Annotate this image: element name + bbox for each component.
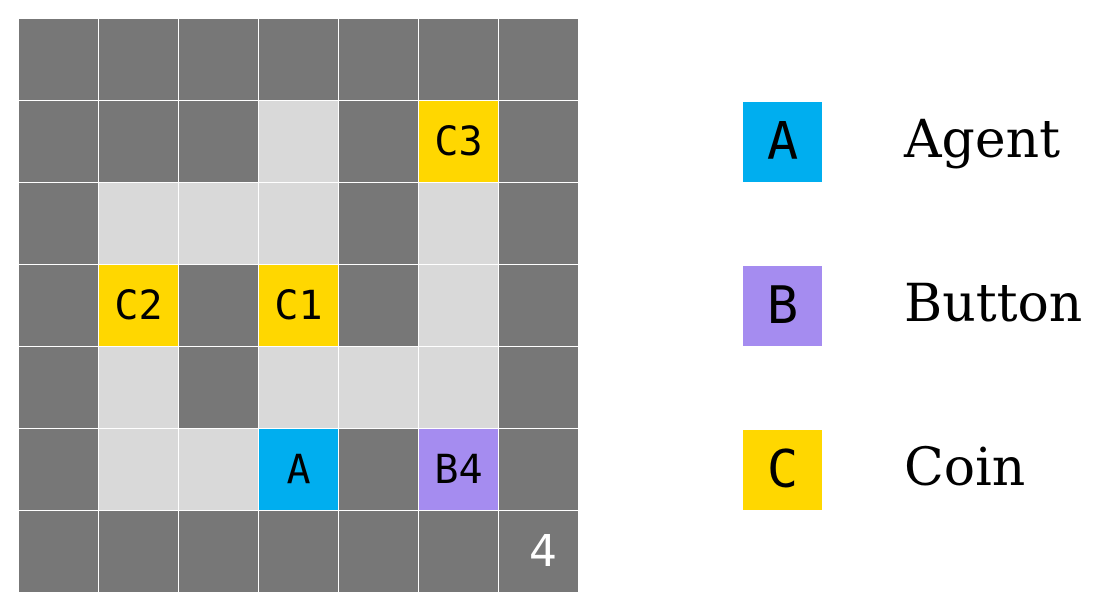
grid-cell-wall [499,429,578,510]
grid-cell-wall [19,429,98,510]
grid-cell-wall [99,511,178,592]
grid-cell-floor [259,101,338,182]
grid-cell-wall [499,101,578,182]
legend-label-agent: Agent [904,110,1060,170]
legend-item-button: B Button [743,266,1083,346]
legend-label-coin: Coin [904,438,1026,498]
grid-cell-wall [179,347,258,428]
legend-swatch-agent: A [743,102,822,182]
grid-cell-wall [499,265,578,346]
grid-cell-floor [99,347,178,428]
grid-cell-wall [179,19,258,100]
grid-cell-wall [339,183,418,264]
legend-swatch-button: B [743,266,822,346]
corner-number: 4 [529,526,557,577]
grid-cell-floor [419,347,498,428]
grid-cell-wall [259,511,338,592]
grid-cell-wall [339,429,418,510]
legend-item-agent: A Agent [743,102,1083,182]
grid-cell-floor [179,429,258,510]
grid-cell-floor [339,347,418,428]
grid-cell-wall [19,511,98,592]
grid-cell-wall [499,347,578,428]
grid-cell-wall [339,511,418,592]
grid-cell-floor [419,265,498,346]
grid-cell-floor [179,183,258,264]
grid-cell-agent: A [259,429,338,510]
grid-cell-floor [259,347,338,428]
grid-cell-wall [499,183,578,264]
legend-label-button: Button [904,274,1083,334]
grid-cell-wall [99,19,178,100]
grid-cell-wall [259,19,338,100]
grid-cell-coin: C1 [259,265,338,346]
grid-cell-coin: C3 [419,101,498,182]
grid-cell-wall [19,347,98,428]
grid-cell-wall [419,19,498,100]
grid-cell-wall [339,265,418,346]
grid-cell-wall [499,19,578,100]
grid-cell-wall [339,101,418,182]
grid-cell-wall [19,183,98,264]
grid-cell-wall [179,265,258,346]
grid-cell-wall [19,265,98,346]
grid-cell-floor [259,183,338,264]
grid-cell-wall [339,19,418,100]
legend-swatch-coin: C [743,430,822,510]
grid-cell-wall [179,511,258,592]
grid-cell-wall [499,511,578,592]
grid-cell-wall [179,101,258,182]
grid-cell-wall [19,101,98,182]
grid-cell-floor [99,183,178,264]
legend-item-coin: C Coin [743,430,1083,510]
grid-cell-floor [99,429,178,510]
grid-cell-floor [419,183,498,264]
grid-cell-wall [19,19,98,100]
grid-cell-wall [99,101,178,182]
grid-cell-button: B4 [419,429,498,510]
grid-cell-wall [419,511,498,592]
grid-cell-coin: C2 [99,265,178,346]
